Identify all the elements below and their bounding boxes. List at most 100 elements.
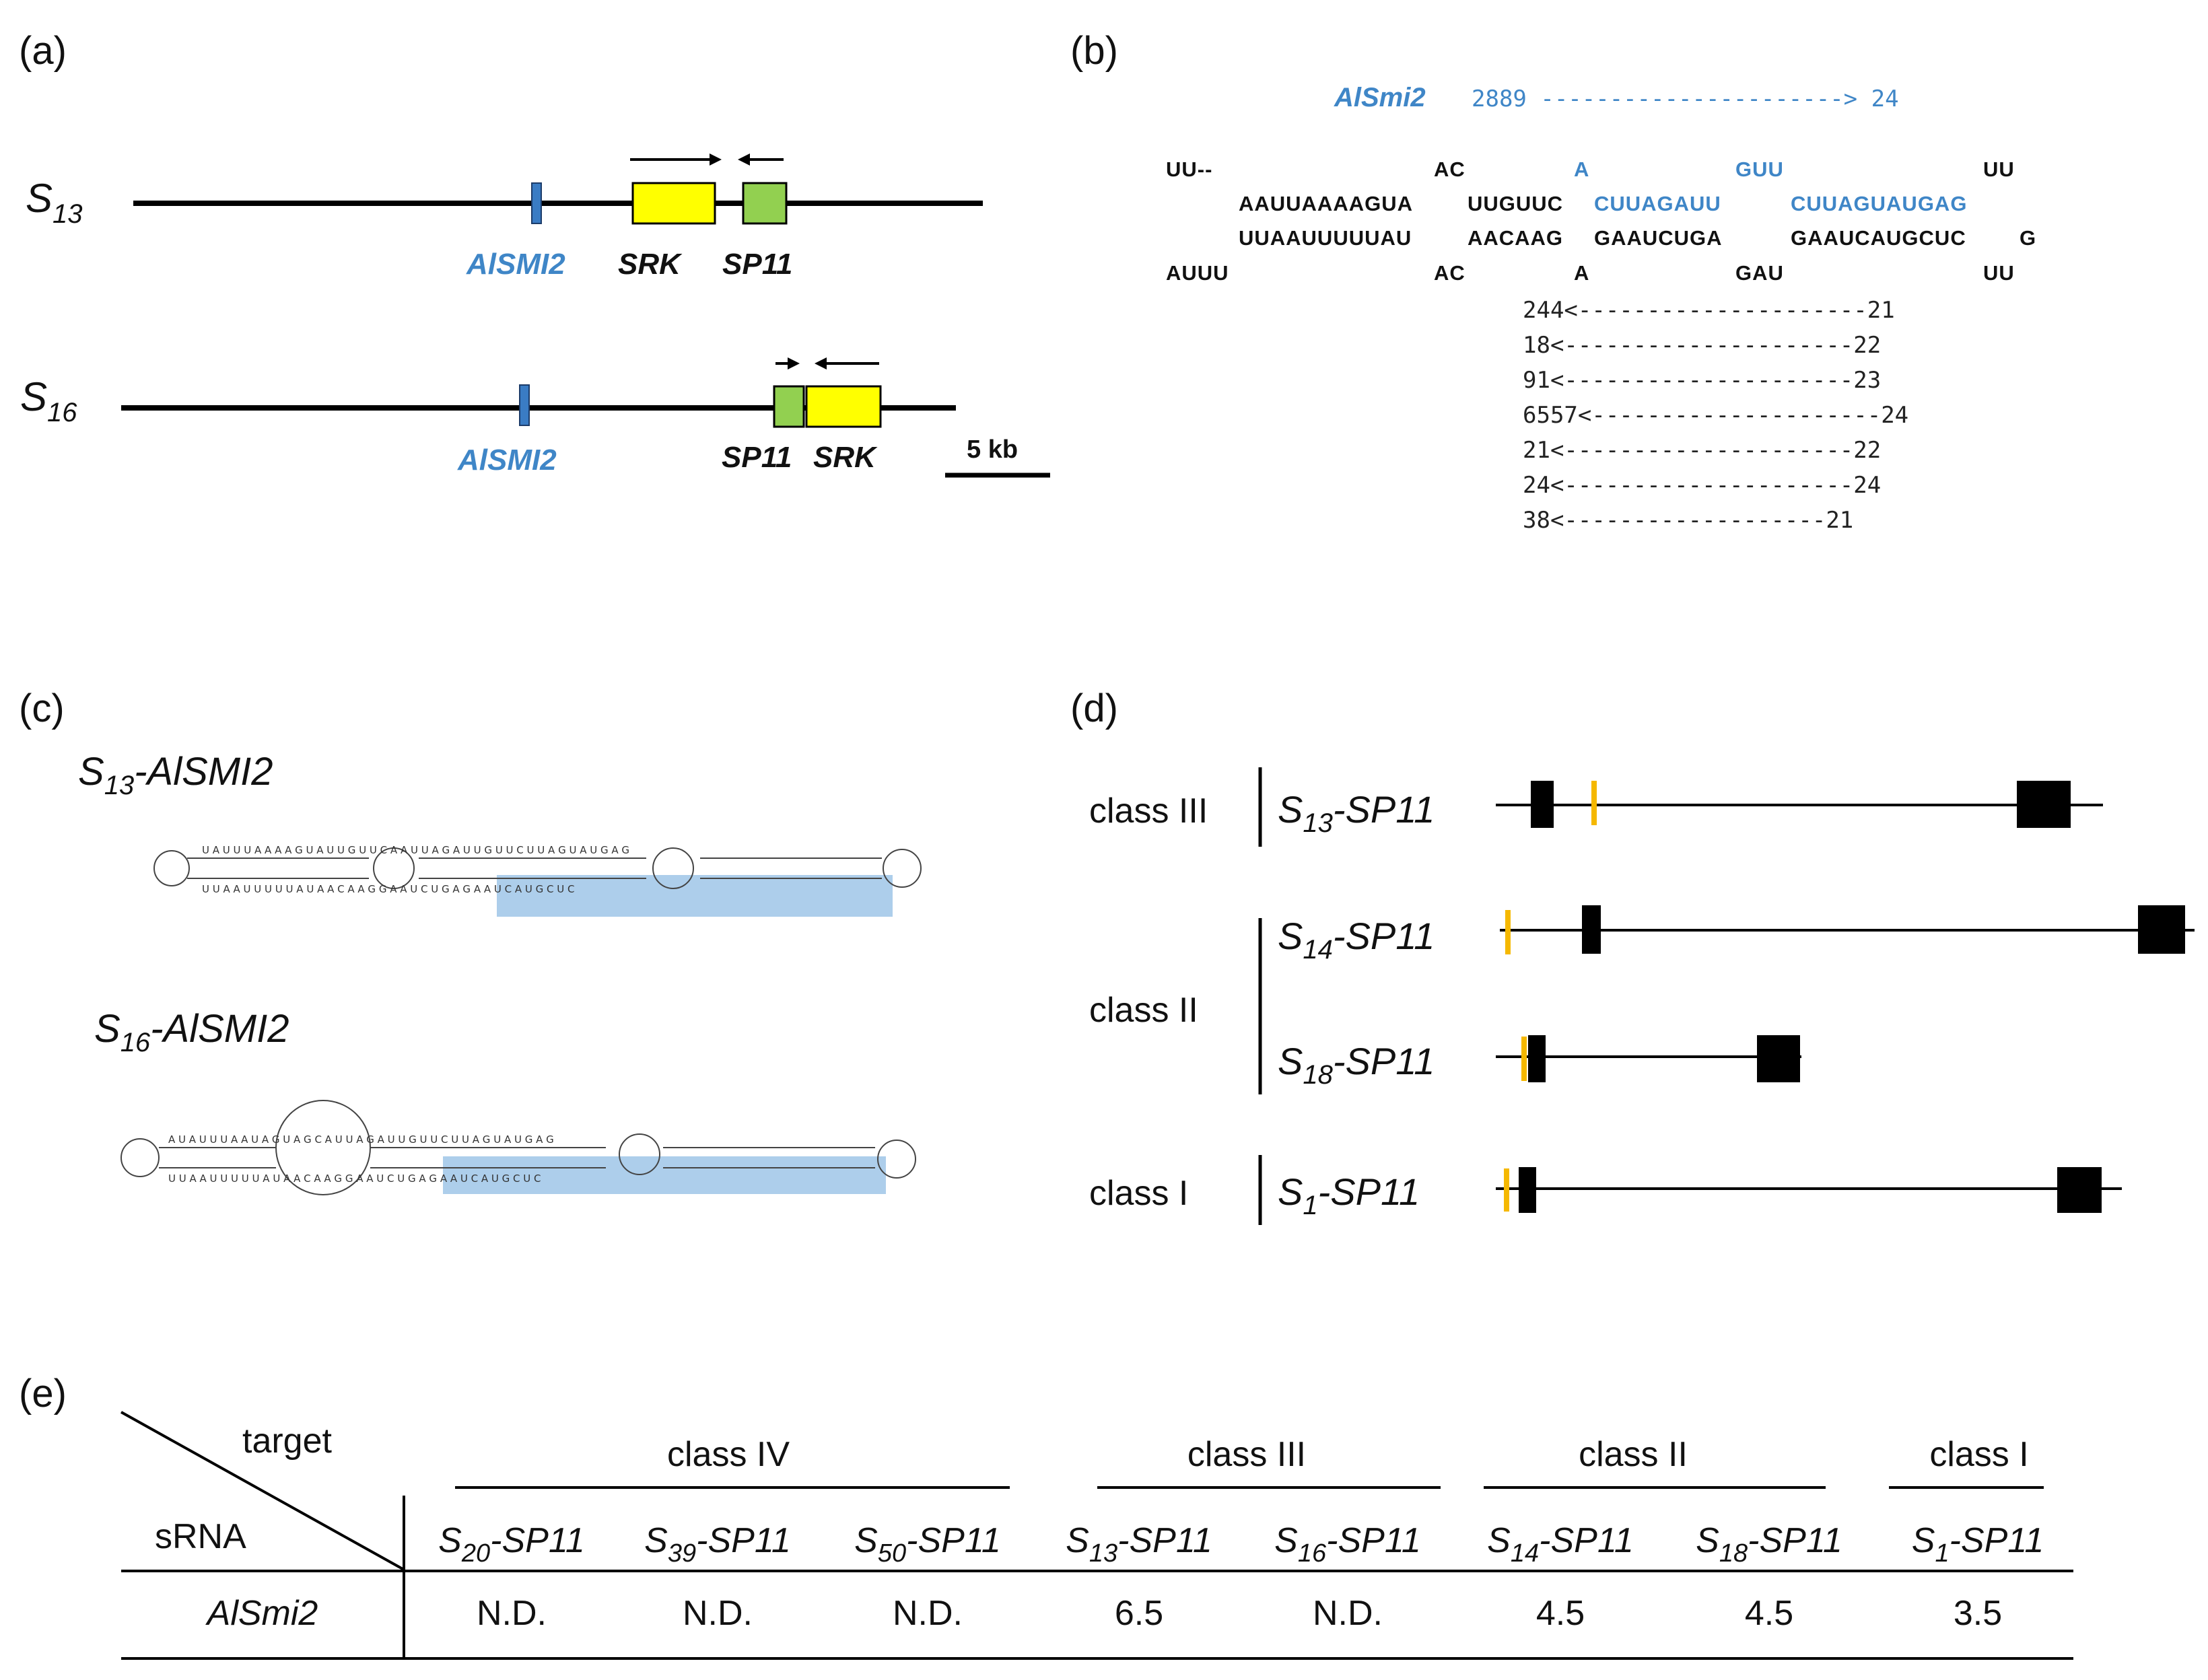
read-line: 21<---------------------22 (1523, 437, 1881, 464)
s13-srk-label: SRK (618, 248, 683, 281)
s18-sp11-target-site (1521, 1037, 1527, 1081)
hairpin-r1-a: UU-- (1166, 158, 1212, 181)
s14-sp11-exon2 (2138, 905, 2185, 954)
table-cell-value: N.D. (477, 1594, 547, 1633)
s13-sp11-label: SP11 (722, 248, 792, 281)
panel-label-c: (c) (19, 687, 65, 730)
panel-label-e: (e) (19, 1372, 67, 1415)
s16-nucleotides: A U A U U U A A U A G U A G C A U U A G … (168, 1133, 554, 1185)
column-header: S20-SP11 (438, 1521, 585, 1568)
read-line: 6557<---------------------24 (1523, 402, 1908, 429)
gene-label-s18: S18-SP11 (1278, 1040, 1435, 1090)
table-cell-value: N.D. (1313, 1594, 1383, 1633)
hairpin-r2-d: CUUAGUAUGAG (1791, 192, 1967, 215)
s13-srk-box (631, 182, 716, 225)
s13-alsmi2-locus (531, 182, 542, 224)
hairpin-r2-b: UUGUUC (1468, 192, 1563, 215)
read-line: 38<-------------------21 (1523, 507, 1853, 534)
hairpin-r1-d: GUU (1735, 158, 1784, 181)
hairpin-r3-b: AACAAG (1468, 226, 1563, 250)
s1-sp11-target-site (1504, 1168, 1509, 1212)
header-srna: sRNA (155, 1517, 246, 1556)
svg-text:U U A A U U U U U A U A A C A: U U A A U U U U U A U A A C A A G G A A … (168, 1172, 541, 1185)
hairpin-r1-b: AC (1434, 158, 1465, 181)
column-header: S39-SP11 (644, 1521, 791, 1568)
s13-sp11-exon2 (2017, 781, 2071, 828)
hairpin-r2-c: CUUAGAUU (1594, 192, 1721, 215)
table-cell-value: 4.5 (1536, 1594, 1585, 1633)
panel-c: (c) S13-AlSMI2 U A U U U A A A A G U A U… (19, 687, 922, 1195)
table-cell-value: N.D. (683, 1594, 753, 1633)
s13-sp11-box (742, 182, 788, 225)
panel-label-a: (a) (19, 29, 67, 73)
s13-alsmi2-title: S13-AlSMI2 (78, 750, 273, 800)
hairpin-r4-b: AC (1434, 261, 1465, 285)
read-line: 18<---------------------22 (1523, 332, 1881, 359)
read-line: 24<---------------------24 (1523, 472, 1881, 499)
hairpin-r2-a: AAUUAAAAGUA (1239, 192, 1413, 215)
column-header: S13-SP11 (1066, 1521, 1212, 1568)
s16-label: S16 (20, 374, 77, 427)
class-i-label: class I (1089, 1174, 1188, 1213)
class-ii-label: class II (1089, 991, 1198, 1030)
column-header: S16-SP11 (1274, 1521, 1421, 1568)
row-label-alsmi2: AlSmi2 (205, 1594, 318, 1633)
panel-b: (b) AlSmi2 2889 ----------------------> … (1070, 29, 2036, 534)
hairpin-r4-d: GAU (1735, 261, 1784, 285)
s16-srk-box (805, 385, 882, 428)
class-iii-label: class III (1089, 792, 1208, 831)
read-line: 91<---------------------23 (1523, 367, 1881, 394)
s16-alsmi2-locus (519, 384, 530, 426)
s16-alsmi2-label: AlSMI2 (457, 444, 557, 477)
svg-text:U A U U U A A A A G U A U U G: U A U U U A A A A G U A U U G U U C A A … (202, 844, 629, 856)
s13-label: S13 (26, 176, 83, 229)
panel-label-b: (b) (1070, 29, 1118, 73)
group-class-ii: class II (1579, 1435, 1688, 1474)
panel-d: (d) class III S13-SP11 class II S14-SP11… (1070, 687, 2195, 1225)
s13-srk-arrowhead (710, 153, 722, 166)
table-cell-value: 6.5 (1115, 1594, 1163, 1633)
panel-e: (e) target sRNA class IV class III class… (19, 1372, 2073, 1660)
row-values: N.D. N.D. N.D. 6.5 N.D. 4.5 4.5 3.5 (477, 1594, 2002, 1633)
s13-sp11-exon1 (1531, 781, 1554, 828)
group-class-i: class I (1929, 1435, 2028, 1474)
column-header: S1-SP11 (1912, 1521, 2044, 1568)
panel-label-d: (d) (1070, 687, 1118, 730)
mirna-name: AlSmi2 (1334, 83, 1426, 112)
hairpin-r1-e: UU (1983, 158, 2015, 181)
s13-nucleotides: U A U U U A A A A G U A U U G U U C A A … (202, 844, 629, 895)
table-cell-value: 3.5 (1954, 1594, 2002, 1633)
column-header: S50-SP11 (854, 1521, 1001, 1568)
column-headers: S20-SP11 S39-SP11 S50-SP11 S13-SP11 S16-SP11… (438, 1521, 2044, 1568)
s16-alsmi2-title: S16-AlSMI2 (94, 1007, 289, 1057)
header-target: target (242, 1422, 333, 1461)
s16-sp11-label: SP11 (722, 441, 792, 474)
hairpin-r3-a: UUAAUUUUUAU (1239, 226, 1412, 250)
mirna-range: 2889 ----------------------> 24 (1472, 85, 1899, 112)
s13-sp11-target-site (1591, 781, 1597, 825)
hairpin-r4-a: AUUU (1166, 261, 1229, 285)
gene-label-s13: S13-SP11 (1278, 788, 1435, 838)
s16-hairpin-structure (120, 1100, 916, 1195)
scale-bar-label: 5 kb (967, 435, 1018, 464)
hairpin-r1-c: A (1574, 158, 1589, 181)
s16-sp11-box (773, 385, 805, 428)
panel-a: (a) S13 AlSMI2 SRK SP11 S16 AlSMI2 SP11 … (19, 29, 1050, 478)
hairpin-r3-e: G (2020, 226, 2036, 250)
s14-sp11-exon1 (1582, 905, 1601, 954)
s1-sp11-exon1 (1519, 1167, 1536, 1213)
hairpin-r4-e: UU (1983, 261, 2015, 285)
hairpin-r3-c: GAAUCUGA (1594, 226, 1723, 250)
gene-label-s14: S14-SP11 (1278, 915, 1435, 965)
s13-hairpin-structure (153, 847, 922, 889)
s18-sp11-exon2 (1757, 1035, 1800, 1082)
hairpin-r3-d: GAAUCAUGCUC (1791, 226, 1966, 250)
table-cell-value: N.D. (893, 1594, 963, 1633)
gene-label-s1: S1-SP11 (1278, 1170, 1420, 1220)
column-header: S14-SP11 (1487, 1521, 1634, 1568)
table-cell-value: 4.5 (1745, 1594, 1793, 1633)
s16-srk-label: SRK (813, 441, 878, 474)
s16-mature-highlight (443, 1156, 886, 1194)
table-diagonal (120, 1411, 405, 1571)
